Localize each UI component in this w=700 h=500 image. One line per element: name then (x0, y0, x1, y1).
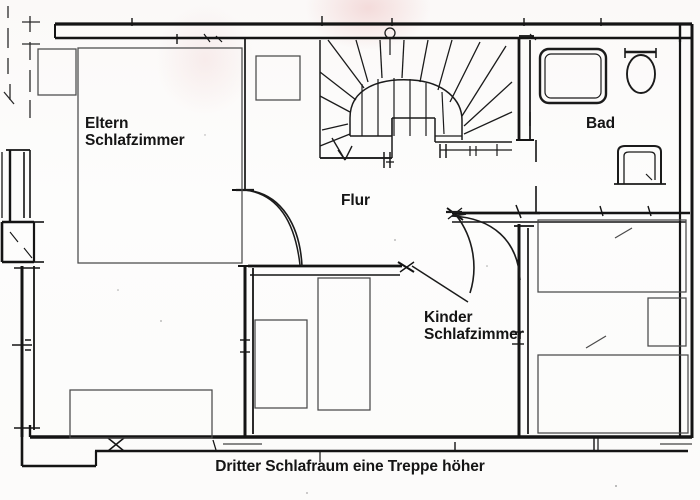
cabinet-flur-north (255, 55, 301, 101)
eltern-schlafzimmer-door (236, 188, 303, 267)
furniture-south-west (69, 389, 213, 439)
exterior-walls (0, 16, 694, 468)
scan-artifacts (117, 134, 617, 494)
kinder-schlafzimmer-door (451, 213, 475, 294)
nightstand-eltern (37, 48, 77, 96)
bed-eltern (77, 47, 243, 264)
furniture-kinder-small (647, 297, 687, 347)
furniture-center-right (317, 277, 371, 411)
washbasin-icon (617, 145, 662, 184)
room-label-line2: Schlafzimmer (85, 132, 185, 150)
reference-grid-lines (3, 6, 40, 118)
furniture-kinder-north (537, 219, 687, 293)
furniture (37, 47, 689, 439)
room-label-flur: Flur (341, 192, 370, 209)
bad-door (446, 210, 521, 281)
furniture-center-left (254, 319, 308, 409)
kinder-label-leader-line (411, 265, 469, 303)
room-label-bad: Bad (586, 115, 615, 132)
room-label-line1: Eltern (85, 115, 129, 132)
doors (236, 188, 521, 294)
bathroom-fixtures (538, 47, 666, 185)
shower-tray-icon (538, 47, 608, 105)
room-label-line2: Schlafzimmer (424, 326, 524, 344)
room-label-line1: Kinder (424, 309, 473, 326)
toilet-bowl-icon (626, 54, 656, 94)
bottom-caption: Dritter Schlafraum eine Treppe höher (215, 458, 485, 475)
interior-walls (232, 35, 690, 437)
furniture-kinder-south (537, 354, 689, 434)
staircase-winder (319, 27, 513, 168)
